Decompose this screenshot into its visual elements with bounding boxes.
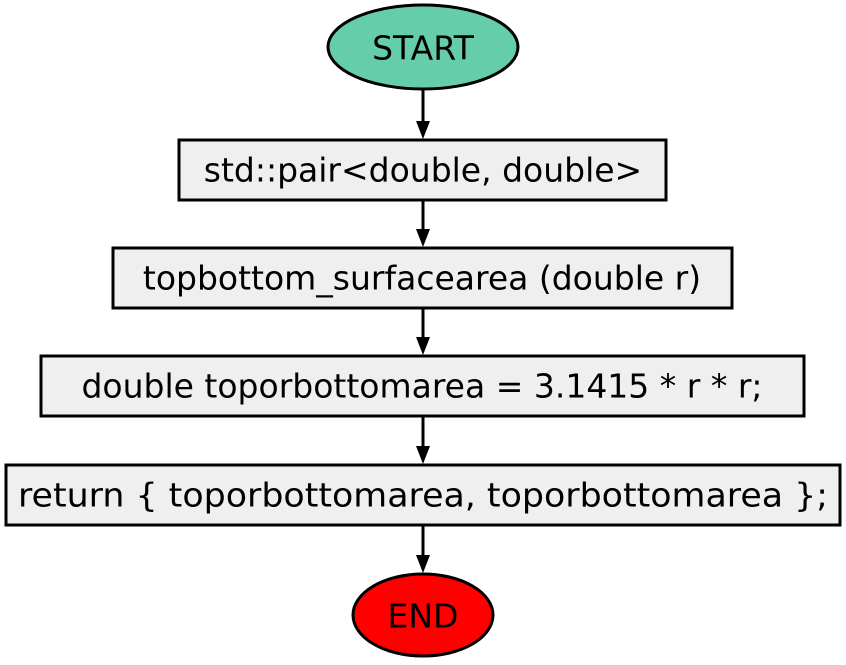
end-oval [351, 572, 495, 658]
arrowhead [416, 446, 430, 464]
arrowhead [416, 555, 430, 573]
start-oval [326, 3, 520, 91]
process-box [177, 138, 668, 202]
process-node-area-assignment: double toporbottomarea = 3.1415 * r * r; [39, 354, 806, 418]
arrowhead [416, 229, 430, 247]
process-box [39, 354, 806, 418]
connectors [416, 90, 430, 573]
process-label-return-type: std::pair<double, double> [204, 151, 642, 190]
arrowhead [416, 337, 430, 355]
process-label-function-signature: topbottom_surfacearea (double r) [143, 259, 701, 298]
process-box [111, 246, 734, 310]
end-node: END [351, 572, 495, 658]
process-node-return-statement: return { toporbottomarea, toporbottomare… [4, 463, 842, 527]
end-label: END [388, 597, 459, 636]
process-label-return-statement: return { toporbottomarea, toporbottomare… [18, 476, 828, 515]
arrowhead [416, 121, 430, 139]
start-label: START [372, 29, 475, 68]
process-node-return-type: std::pair<double, double> [177, 138, 668, 202]
start-node: START [326, 3, 520, 91]
process-box [4, 463, 842, 527]
process-label-area-assignment: double toporbottomarea = 3.1415 * r * r; [81, 367, 762, 406]
process-node-function-signature: topbottom_surfacearea (double r) [111, 246, 734, 310]
